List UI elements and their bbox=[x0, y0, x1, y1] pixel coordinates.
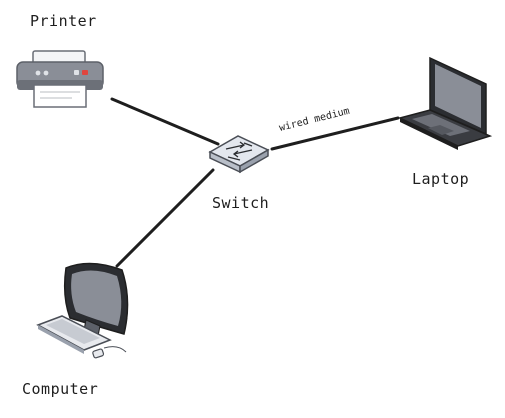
node-label-printer: Printer bbox=[30, 12, 97, 30]
edge-printer-switch bbox=[110, 97, 220, 146]
printer-icon bbox=[16, 50, 104, 108]
edge-label-wired-medium: wired medium bbox=[278, 106, 351, 134]
laptop-icon bbox=[397, 56, 493, 150]
edge-switch-computer bbox=[115, 168, 215, 268]
node-label-laptop: Laptop bbox=[412, 170, 470, 188]
node-label-computer: Computer bbox=[22, 380, 99, 398]
edge-switch-laptop bbox=[270, 116, 400, 151]
network-switch-icon bbox=[208, 135, 270, 174]
node-label-switch: Switch bbox=[212, 194, 270, 212]
desktop-computer-icon bbox=[36, 262, 129, 359]
